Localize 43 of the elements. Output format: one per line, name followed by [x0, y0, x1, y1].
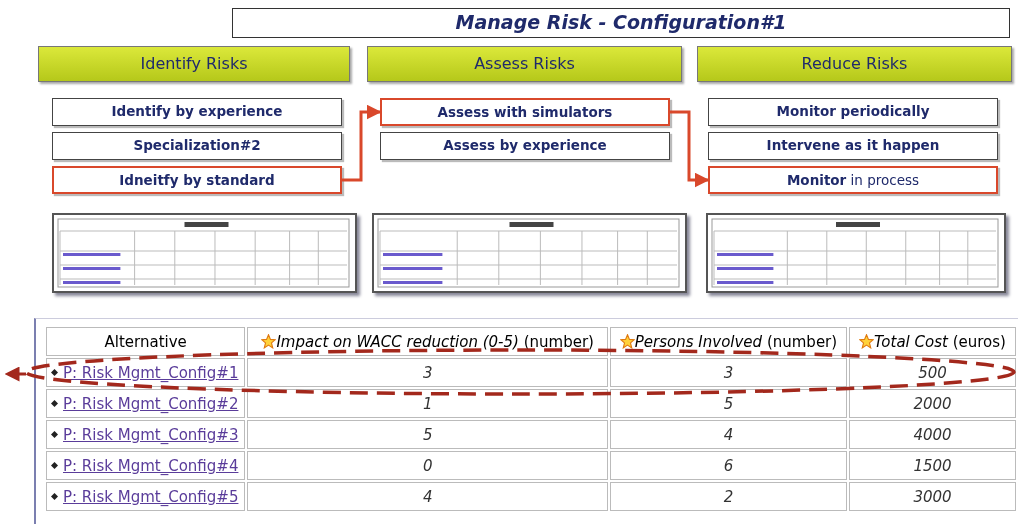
- link: P: Risk Mgmt_Config#3: [63, 425, 239, 444]
- link: P: Risk Mgmt_Config#4: [63, 456, 239, 475]
- column-header: Impact on WACC reduction (0-5) (number): [276, 332, 594, 351]
- value-text: 1: [422, 394, 433, 413]
- table-thumbnail-picture: [52, 213, 357, 293]
- link: P: Risk Mgmt_Config#1: [63, 363, 239, 382]
- phase-header: Identify Risks: [38, 46, 350, 82]
- table-thumbnail-picture: [372, 213, 687, 293]
- value-text: 2: [723, 487, 734, 506]
- value-text: 3000: [913, 487, 952, 506]
- arrow: [4, 366, 26, 382]
- value-text: 3: [422, 363, 433, 382]
- column-header: Total Cost (euros): [874, 332, 1006, 351]
- link: P: Risk Mgmt_Config#5: [63, 487, 239, 506]
- process-box: Assess with simulators: [380, 98, 670, 126]
- arrow: [342, 104, 382, 182]
- value-text: 5: [422, 425, 433, 444]
- link: P: Risk Mgmt_Config#2: [63, 394, 239, 413]
- table-thumbnail-picture: [706, 213, 1006, 293]
- title-banner: Manage Risk - Configuration#1: [232, 8, 1010, 38]
- value-text: 0: [422, 456, 433, 475]
- phase-header: Assess Risks: [367, 46, 682, 82]
- process-box: Idneitfy by standard: [52, 166, 342, 194]
- process-box: Monitor periodically: [708, 98, 998, 126]
- value-text: 2000: [913, 394, 952, 413]
- value-text: 3: [723, 363, 734, 382]
- dashed-ellipse: [24, 348, 1016, 396]
- value-text: 500: [918, 363, 947, 382]
- column-header: Alternative: [104, 332, 187, 351]
- process-box: Specialization#2: [52, 132, 342, 160]
- value-text: 4: [422, 487, 433, 506]
- value-text: 4: [723, 425, 734, 444]
- arrow: [670, 110, 710, 188]
- value-text: 4000: [913, 425, 952, 444]
- process-box: Monitor in process: [708, 166, 998, 194]
- process-box: Identify by experience: [52, 98, 342, 126]
- phase-header: Reduce Risks: [697, 46, 1012, 82]
- process-box: Intervene as it happen: [708, 132, 998, 160]
- value-text: 1500: [913, 456, 952, 475]
- value-text: 6: [723, 456, 734, 475]
- process-box: Assess by experience: [380, 132, 670, 160]
- value-text: 5: [723, 394, 734, 413]
- column-header: Persons Involved (number): [634, 332, 838, 351]
